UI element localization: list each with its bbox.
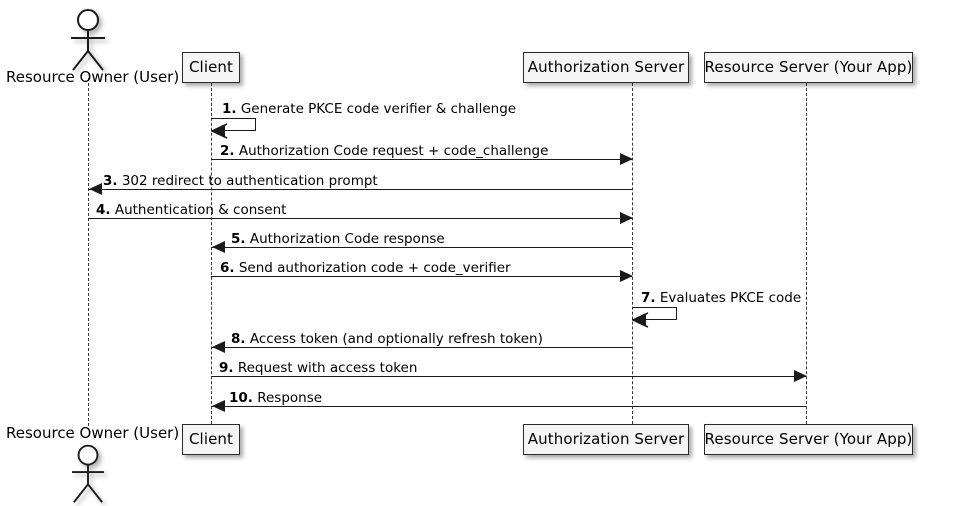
participant-label-resource-owner-bottom: Resource Owner (User): [6, 424, 180, 442]
message-body-6: Send authorization code + code_verifier: [238, 260, 511, 276]
message-selfloop-7: [632, 307, 677, 320]
message-number-9: 9.: [219, 360, 234, 376]
message-number-4: 4.: [96, 202, 111, 218]
participant-box-resource-server-bottom[interactable]: Resource Server (Your App): [704, 424, 913, 455]
message-label-3: 3. 302 redirect to authentication prompt: [103, 173, 378, 189]
message-label-1: 1. Generate PKCE code verifier & challen…: [222, 101, 517, 117]
message-line-9: [211, 376, 806, 377]
message-body-3: 302 redirect to authentication prompt: [121, 173, 378, 189]
message-body-8: Access token (and optionally refresh tok…: [249, 331, 543, 347]
message-line-5: [211, 247, 632, 248]
message-number-5: 5.: [231, 231, 246, 247]
actor-icon-resource-owner-bottom: [63, 440, 113, 506]
participant-box-client-top[interactable]: Client: [182, 52, 240, 83]
message-number-6: 6.: [220, 260, 235, 276]
message-body-7: Evaluates PKCE code: [659, 290, 802, 306]
message-label-10: 10. Response: [229, 390, 323, 406]
message-label-4: 4. Authentication & consent: [96, 202, 287, 218]
lifeline-client: [211, 83, 212, 424]
message-body-4: Authentication & consent: [114, 202, 287, 218]
message-label-7: 7. Evaluates PKCE code: [641, 290, 802, 306]
message-selfloop-1: [211, 118, 256, 131]
message-label-8: 8. Access token (and optionally refresh …: [231, 331, 543, 347]
lifeline-resource-server: [806, 83, 807, 424]
message-line-2: [211, 159, 632, 160]
participant-box-authorization-server-bottom[interactable]: Authorization Server: [523, 424, 689, 455]
message-number-3: 3.: [103, 173, 118, 189]
message-line-6: [211, 276, 632, 277]
message-line-4: [88, 218, 632, 219]
participant-box-resource-server-top[interactable]: Resource Server (Your App): [704, 52, 913, 83]
message-line-3: [88, 189, 632, 190]
message-body-9: Request with access token: [237, 360, 418, 376]
message-line-8: [211, 347, 632, 348]
message-body-5: Authorization Code response: [249, 231, 445, 247]
message-label-9: 9. Request with access token: [219, 360, 418, 376]
message-body-2: Authorization Code request + code_challe…: [238, 143, 549, 159]
participant-box-client-bottom[interactable]: Client: [182, 424, 240, 455]
message-line-10: [211, 406, 806, 407]
participant-label-resource-owner-top: Resource Owner (User): [6, 68, 180, 86]
message-number-10: 10.: [229, 390, 253, 406]
message-label-5: 5. Authorization Code response: [231, 231, 445, 247]
message-body-1: Generate PKCE code verifier & challenge: [240, 101, 517, 117]
actor-icon-resource-owner-top: [63, 4, 113, 74]
lifeline-authorization-server: [632, 83, 633, 424]
lifeline-resource-owner: [88, 78, 89, 426]
message-number-8: 8.: [231, 331, 246, 347]
participant-box-authorization-server-top[interactable]: Authorization Server: [523, 52, 689, 83]
message-number-7: 7.: [641, 290, 656, 306]
message-label-6: 6. Send authorization code + code_verifi…: [220, 260, 511, 276]
message-label-2: 2. Authorization Code request + code_cha…: [220, 143, 549, 159]
message-number-1: 1.: [222, 101, 237, 117]
message-body-10: Response: [257, 390, 323, 406]
message-number-2: 2.: [220, 143, 235, 159]
